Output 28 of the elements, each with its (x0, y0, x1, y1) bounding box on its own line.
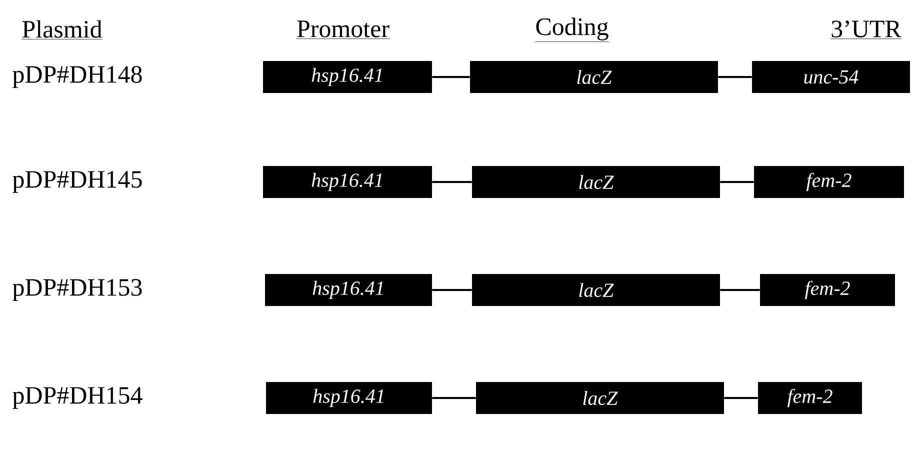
plasmid-label: pDP#DH153 (12, 279, 142, 301)
connector-line (432, 289, 472, 291)
column-header: Plasmid (22, 20, 102, 40)
connector-line (432, 396, 476, 399)
gene-box: lacZ (476, 382, 724, 414)
connector-line (718, 76, 752, 78)
plasmid-label: pDP#DH148 (12, 66, 142, 88)
column-header: Coding (535, 18, 609, 42)
connector-line (432, 76, 470, 78)
gene-box: fem-2 (760, 274, 895, 306)
gene-box: lacZ (470, 61, 718, 93)
gene-box: unc-54 (752, 61, 910, 93)
gene-box: hsp16.41 (265, 274, 432, 306)
connector-line (720, 181, 754, 183)
gene-box: hsp16.41 (266, 382, 432, 414)
gene-box: fem-2 (758, 382, 862, 414)
connector-line (724, 396, 758, 399)
column-header: Promoter (296, 20, 390, 39)
gene-box: lacZ (472, 274, 720, 306)
gene-box: hsp16.41 (263, 166, 432, 198)
column-header: 3’UTR (830, 20, 902, 40)
connector-line (432, 181, 472, 183)
plasmid-label: pDP#DH154 (12, 387, 142, 409)
gene-box: hsp16.41 (263, 61, 432, 93)
gene-box: fem-2 (754, 166, 904, 198)
gene-box: lacZ (472, 166, 720, 198)
plasmid-label: pDP#DH145 (12, 171, 142, 193)
connector-line (720, 289, 760, 291)
